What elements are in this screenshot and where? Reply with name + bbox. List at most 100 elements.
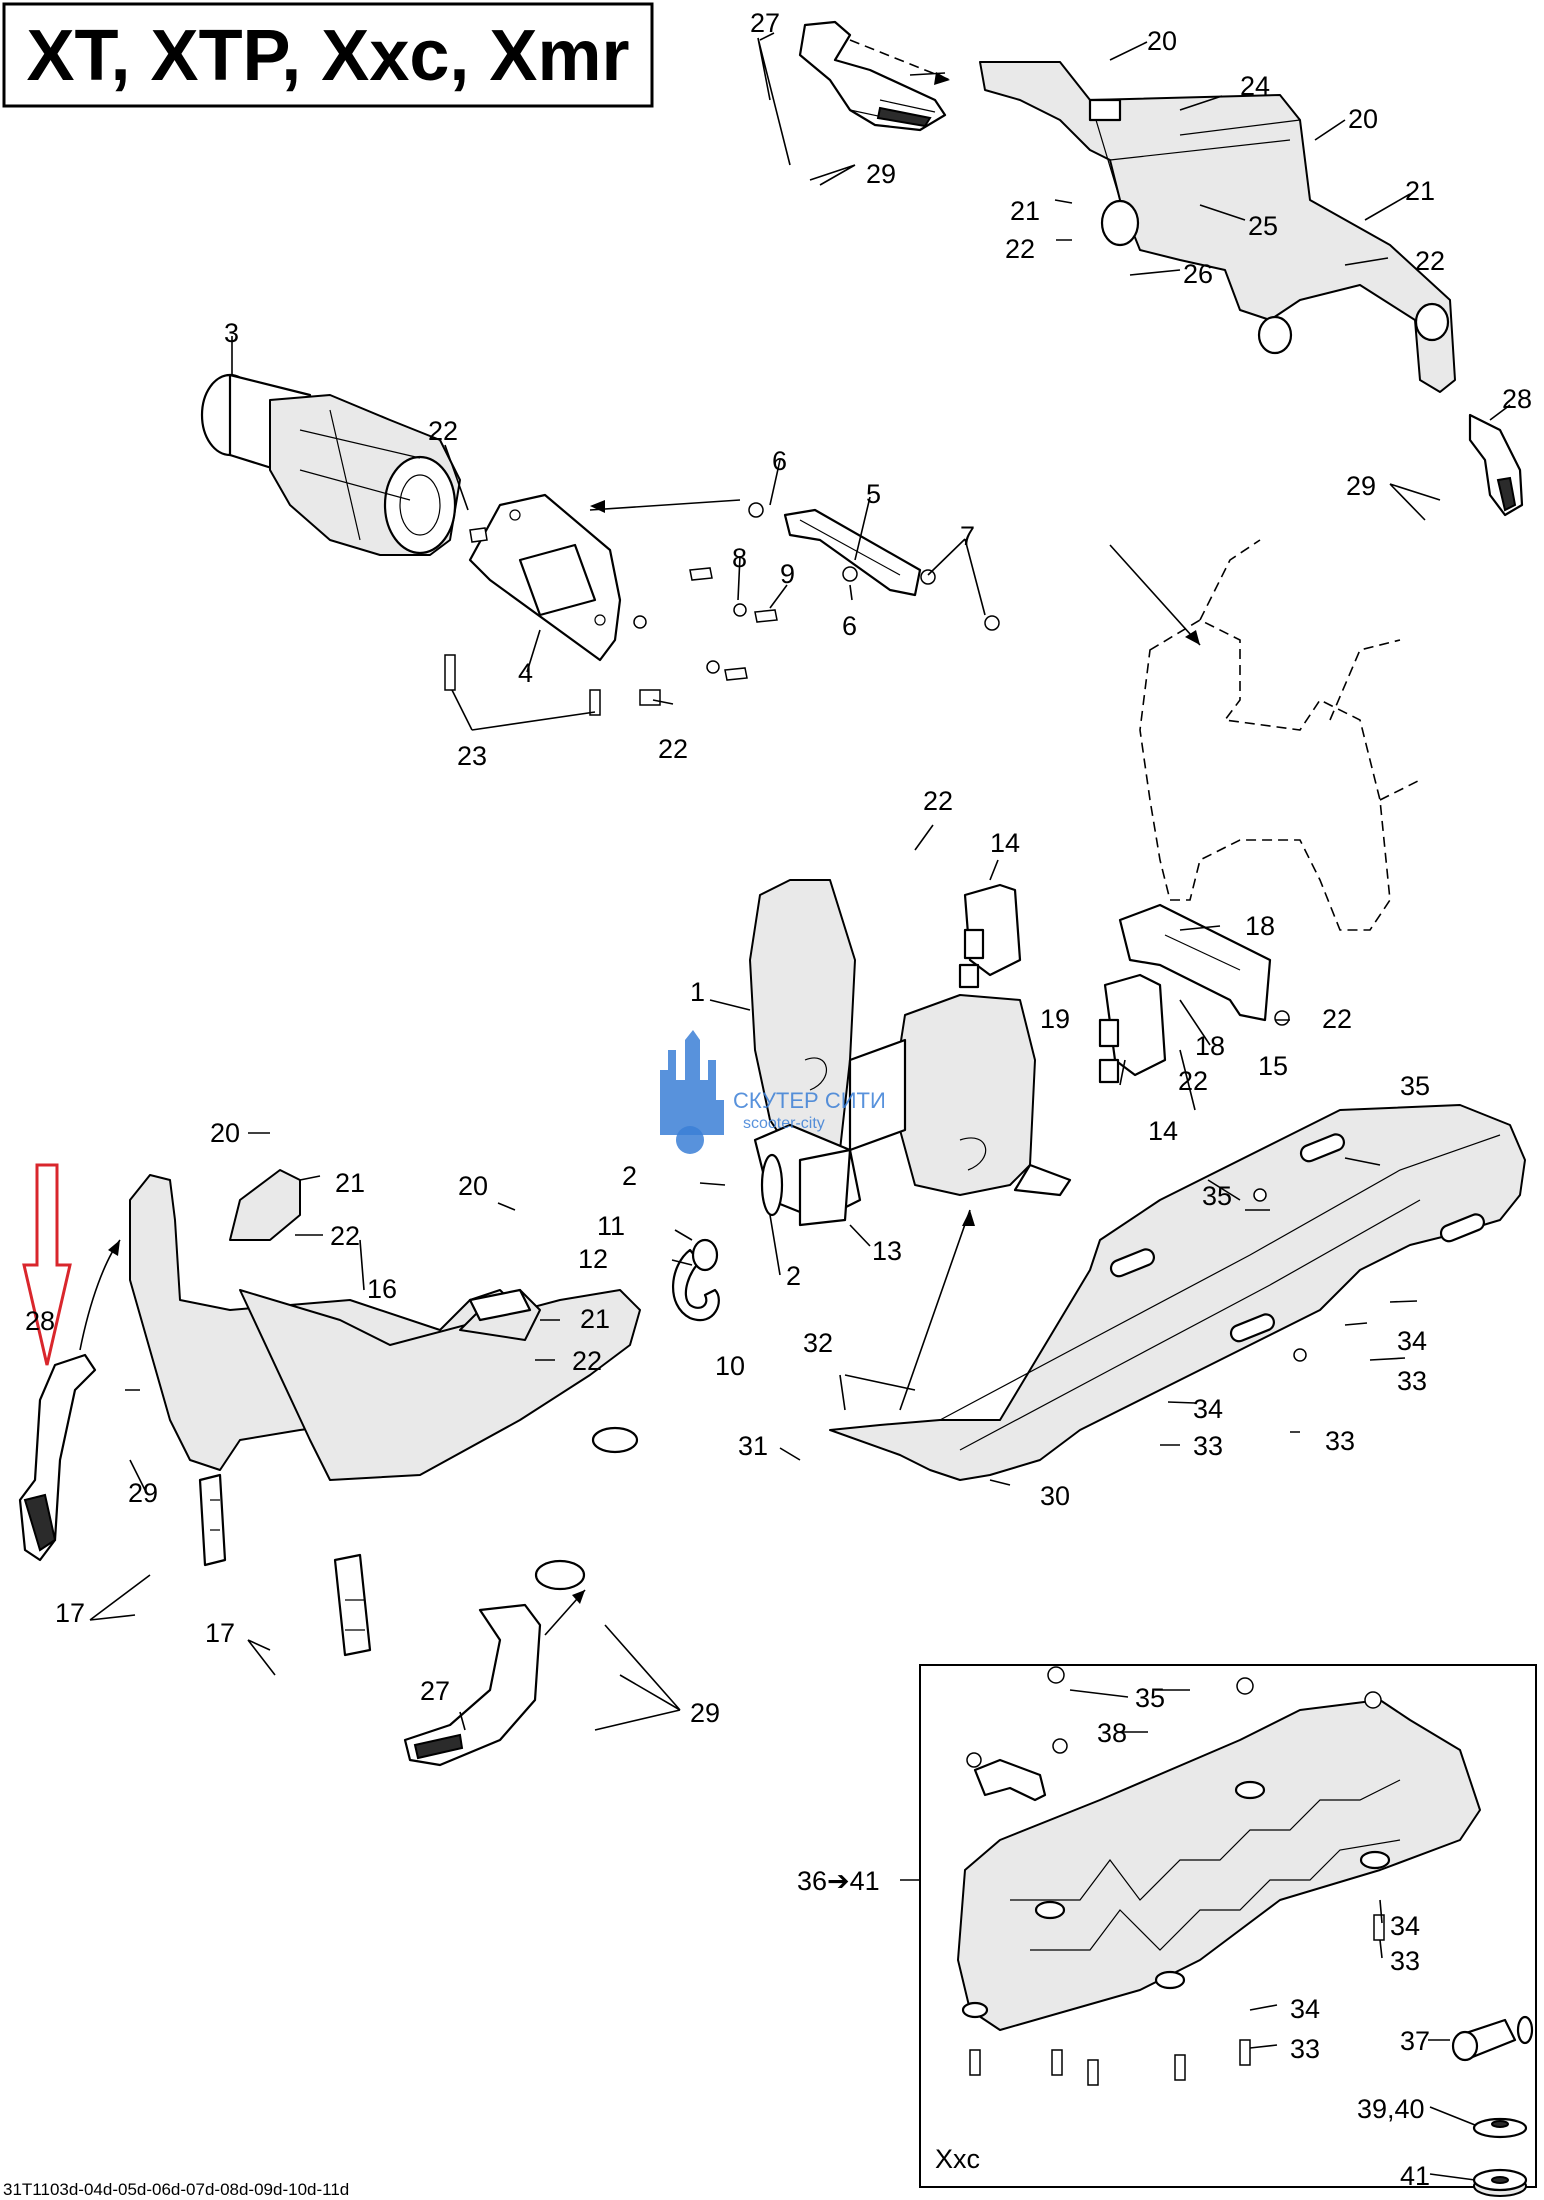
callout-27: 27 (750, 8, 780, 38)
callout-24: 24 (1240, 71, 1270, 101)
callout-28: 28 (1502, 384, 1532, 414)
callout-34: 34 (1290, 1994, 1320, 2024)
watermark-logo: СКУТЕР СИТИ scooter-city (660, 1030, 886, 1154)
callout-21: 21 (1010, 196, 1040, 226)
footer-code: 31T1103d-04d-05d-06d-07d-08d-09d-10d-11d (3, 2180, 349, 2199)
callout-6: 6 (842, 611, 857, 641)
watermark-name: СКУТЕР СИТИ (733, 1088, 886, 1113)
callout-33: 33 (1325, 1426, 1355, 1456)
callout-34: 34 (1390, 1911, 1420, 1941)
callout-14: 14 (1148, 1116, 1178, 1146)
highlight-arrow (22, 1163, 72, 1366)
frame-outline-dashed (1139, 539, 1421, 931)
callout-29: 29 (1346, 471, 1376, 501)
callout-20: 20 (458, 1171, 488, 1201)
inset-label: Xxc (935, 2144, 980, 2174)
front-bumper-16 (129, 1169, 641, 1657)
callout-35: 35 (1135, 1683, 1165, 1713)
callout-11: 11 (597, 1211, 625, 1241)
rear-bumper-assembly (979, 61, 1456, 393)
callout-35: 35 (1400, 1071, 1430, 1101)
callout-3: 3 (224, 318, 239, 348)
winch-plate-4 (468, 493, 622, 662)
inset-range-label: 36➔41 (797, 1866, 880, 1896)
page-title: XT, XTP, Xxc, Xmr (27, 16, 630, 96)
callout-20: 20 (210, 1118, 240, 1148)
callout-4: 4 (518, 658, 533, 688)
callout-34: 34 (1397, 1326, 1427, 1356)
callout-21: 21 (580, 1304, 610, 1334)
callout-22: 22 (658, 734, 688, 764)
callout-18: 18 (1195, 1031, 1225, 1061)
callout-2: 2 (622, 1161, 637, 1191)
callout-41: 41 (1400, 2161, 1430, 2191)
callout-22: 22 (330, 1221, 360, 1251)
mount-14-lower (1098, 973, 1167, 1084)
callout-39-40: 39,40 (1357, 2094, 1425, 2124)
grab-handle-27-top (798, 20, 947, 132)
callout-29: 29 (866, 159, 896, 189)
callout-38: 38 (1097, 1718, 1127, 1748)
callout-33: 33 (1193, 1431, 1223, 1461)
grab-handle-28-left (18, 1353, 97, 1562)
callout-30: 30 (1040, 1481, 1070, 1511)
callout-6: 6 (772, 446, 787, 476)
callout-22: 22 (1415, 246, 1445, 276)
callout-2: 2 (786, 1261, 801, 1291)
callout-22: 22 (923, 786, 953, 816)
watermark-url: scooter-city (743, 1115, 825, 1132)
callout-10: 10 (715, 1351, 745, 1381)
callout-27: 27 (420, 1676, 450, 1706)
bracket-5 (783, 508, 922, 597)
callout-19: 19 (1040, 1004, 1070, 1034)
callout-18: 18 (1245, 911, 1275, 941)
callout-20: 20 (1348, 104, 1378, 134)
leader-lines (89, 32, 1511, 2181)
mount-14-upper (958, 883, 1022, 989)
skid-plate-30 (829, 1104, 1526, 1481)
callout-7: 7 (960, 521, 975, 551)
callout-22: 22 (1005, 234, 1035, 264)
grab-handle-27-lower (403, 1603, 542, 1767)
callout-21: 21 (1405, 176, 1435, 206)
inset-panel: Xxc (919, 1664, 1537, 2197)
callout-5: 5 (866, 479, 881, 509)
grab-handle-28-right (1468, 413, 1524, 517)
title-box: XT, XTP, Xxc, Xmr (2, 2, 654, 108)
callout-29: 29 (128, 1478, 158, 1508)
callout-28: 28 (25, 1306, 55, 1336)
callout-22: 22 (428, 416, 458, 446)
callout-26: 26 (1183, 259, 1213, 289)
callout-22: 22 (1178, 1066, 1208, 1096)
callout-32: 32 (803, 1328, 833, 1358)
tow-hook-10 (672, 1238, 720, 1322)
callout-37: 37 (1400, 2026, 1430, 2056)
hitch-13 (753, 1123, 862, 1227)
callout-20: 20 (1147, 26, 1177, 56)
callout-33: 33 (1290, 2034, 1320, 2064)
callout-16: 16 (367, 1274, 397, 1304)
callout-1: 1 (690, 977, 705, 1007)
callout-22: 22 (572, 1346, 602, 1376)
callout-35: 35 (1202, 1181, 1232, 1211)
bracket-15 (1118, 903, 1290, 1026)
callout-labels: 27 20 24 20 29 21 21 25 22 22 26 28 29 3… (25, 8, 1532, 2191)
callout-15: 15 (1258, 1051, 1288, 1081)
callout-33: 33 (1397, 1366, 1427, 1396)
callout-21: 21 (335, 1168, 365, 1198)
callout-9: 9 (780, 559, 795, 589)
winch-assembly (200, 373, 461, 556)
callout-17: 17 (55, 1598, 85, 1628)
callout-29: 29 (690, 1698, 720, 1728)
callout-14: 14 (990, 828, 1020, 858)
winch-fasteners (444, 502, 1000, 716)
assembly-arrows (79, 39, 1201, 1636)
callout-13: 13 (872, 1236, 902, 1266)
callout-12: 12 (578, 1244, 608, 1274)
callout-17: 17 (205, 1618, 235, 1648)
callout-23: 23 (457, 741, 487, 771)
callout-31: 31 (738, 1431, 768, 1461)
callout-34: 34 (1193, 1394, 1223, 1424)
callout-33: 33 (1390, 1946, 1420, 1976)
